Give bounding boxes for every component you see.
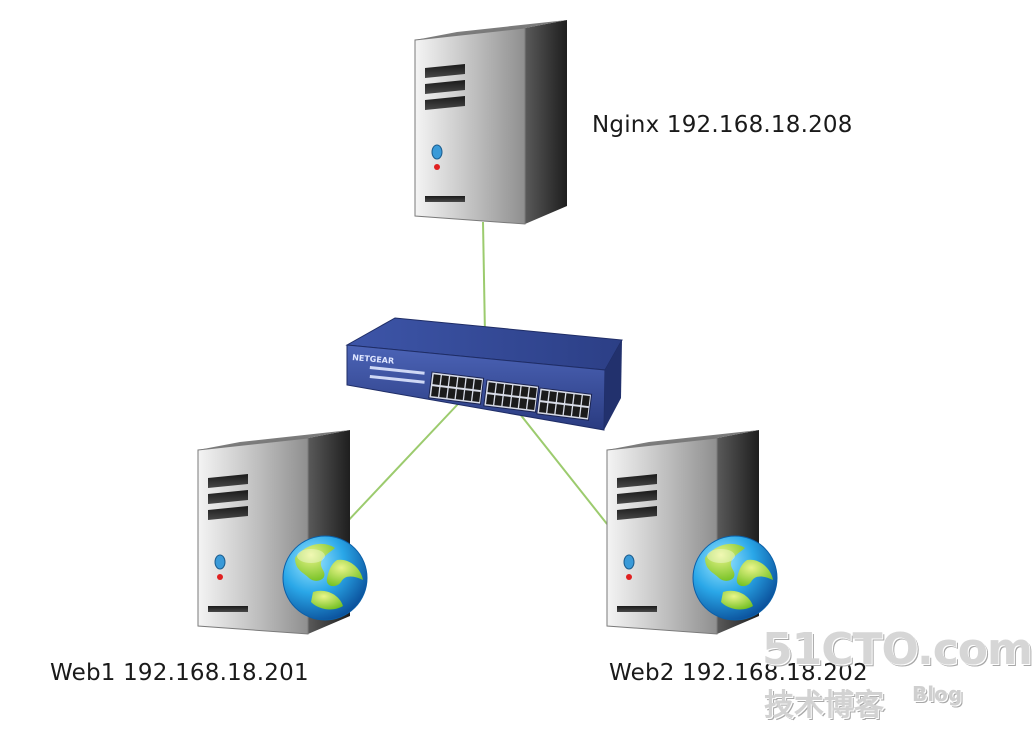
switch-port	[487, 382, 496, 394]
switch-port	[573, 394, 582, 406]
switch-port	[448, 376, 458, 388]
switch-port	[539, 402, 548, 413]
switch-port	[580, 407, 589, 418]
switch-port	[447, 388, 456, 399]
switch-port	[527, 399, 536, 410]
switch-port	[528, 387, 537, 399]
switch-port	[472, 391, 481, 402]
web1-node-label: Web1 192.168.18.201	[50, 660, 309, 686]
switch-port	[519, 398, 528, 409]
link-switch-web1	[344, 403, 459, 525]
switch-brand-label: NETGEAR	[352, 353, 395, 366]
switch-port	[540, 390, 549, 402]
switch-port	[572, 406, 581, 417]
switch-port	[512, 385, 521, 397]
switch-port	[555, 404, 564, 415]
switch-port	[565, 393, 574, 405]
switch-port	[464, 390, 473, 401]
switch-port	[455, 389, 464, 400]
switch-port	[440, 375, 449, 387]
switch-port	[581, 395, 590, 407]
switch-port	[520, 386, 529, 398]
watermark-subtitle: 技术博客	[764, 688, 884, 723]
web2-globe-icon	[692, 535, 778, 621]
switch-port	[495, 383, 504, 395]
switch-port	[473, 379, 482, 391]
network-switch-icon: NETGEAR	[345, 317, 623, 431]
switch-port	[563, 405, 572, 416]
switch-port	[431, 386, 440, 397]
switch-port	[465, 378, 474, 390]
switch-ports	[428, 371, 593, 421]
switch-port	[556, 392, 566, 404]
switch-port	[548, 391, 557, 403]
switch-port	[494, 395, 503, 406]
web1-globe-icon	[282, 535, 368, 621]
switch-port	[510, 397, 519, 408]
watermark-blog: Blog	[912, 682, 963, 706]
nginx-server-icon	[414, 19, 568, 225]
watermark-site: 51CTO.com	[762, 624, 1032, 675]
network-diagram: NETGEAR Ngi	[50, 19, 1032, 723]
switch-port	[457, 377, 466, 389]
switch-port	[486, 394, 495, 405]
switch-port	[547, 403, 556, 414]
web2-node-label: Web2 192.168.18.202	[609, 660, 868, 686]
link-switch-web2	[511, 403, 608, 525]
switch-port	[439, 387, 448, 398]
switch-port	[502, 396, 511, 407]
switch-port	[432, 374, 441, 386]
nginx-node-label: Nginx 192.168.18.208	[592, 112, 853, 138]
switch-port	[503, 384, 513, 396]
